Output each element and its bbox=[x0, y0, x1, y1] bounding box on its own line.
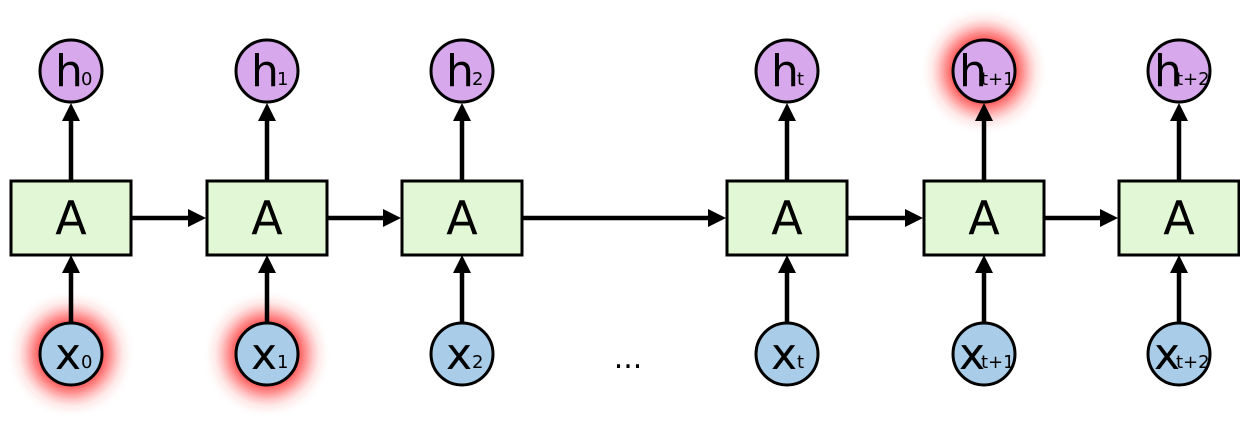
rnn-cell-label: A bbox=[251, 191, 283, 245]
output-node-circle bbox=[951, 38, 1017, 104]
output-node-circle bbox=[429, 38, 495, 104]
input-node-circle bbox=[754, 321, 820, 387]
recurrent-arrow-2-head bbox=[708, 209, 726, 227]
output-symbol: h bbox=[446, 46, 474, 97]
output-subscript: t+2 bbox=[1176, 69, 1210, 90]
output-node-circle bbox=[754, 38, 820, 104]
output-arrow-5-head bbox=[1170, 103, 1188, 121]
rnn-cell-5: A bbox=[1117, 179, 1240, 257]
output-symbol: h bbox=[251, 46, 279, 97]
rnn-cell-box bbox=[9, 179, 133, 257]
output-node-circle bbox=[1146, 38, 1212, 104]
output-symbol: h bbox=[959, 46, 987, 97]
output-arrow-2-head bbox=[453, 103, 471, 121]
input-arrow-5-head bbox=[1170, 255, 1188, 273]
output-subscript: t+1 bbox=[981, 69, 1015, 90]
input-node-5: xt+2 bbox=[1146, 321, 1212, 387]
output-node-4: ht+1 bbox=[951, 38, 1017, 104]
output-arrow-0-head bbox=[62, 103, 80, 121]
rnn-cell-label: A bbox=[1163, 191, 1195, 245]
input-symbol: x bbox=[446, 329, 472, 380]
output-node-circle bbox=[38, 38, 104, 104]
output-node-3: ht bbox=[754, 38, 820, 104]
rnn-cell-3: A bbox=[725, 179, 849, 257]
rnn-cell-box bbox=[725, 179, 849, 257]
input-node-circle bbox=[38, 321, 104, 387]
output-node-2: h2 bbox=[429, 38, 495, 104]
rnn-cell-1: A bbox=[205, 179, 329, 257]
output-arrow-1-head bbox=[258, 103, 276, 121]
recurrent-arrow-4-head bbox=[1100, 209, 1118, 227]
output-symbol: h bbox=[1154, 46, 1182, 97]
rnn-cell-label: A bbox=[771, 191, 803, 245]
input-subscript: 1 bbox=[277, 352, 288, 373]
output-node-0: h0 bbox=[38, 38, 104, 104]
output-symbol: h bbox=[771, 46, 799, 97]
input-symbol: x bbox=[771, 329, 797, 380]
rnn-cell-label: A bbox=[446, 191, 478, 245]
rnn-cell-label: A bbox=[55, 191, 87, 245]
rnn-cell-0: A bbox=[9, 179, 133, 257]
ellipsis-label: ... bbox=[614, 341, 643, 376]
recurrent-arrow-0-head bbox=[188, 209, 206, 227]
output-symbol: h bbox=[55, 46, 83, 97]
input-arrow-3-head bbox=[778, 255, 796, 273]
output-subscript: 2 bbox=[472, 69, 483, 90]
output-subscript: t bbox=[797, 69, 804, 90]
input-subscript: t bbox=[797, 352, 804, 373]
output-node-circle bbox=[234, 38, 300, 104]
input-symbol: x bbox=[1154, 329, 1180, 380]
input-node-circle bbox=[1146, 321, 1212, 387]
output-subscript: 1 bbox=[277, 69, 288, 90]
rnn-cell-box bbox=[922, 179, 1046, 257]
input-node-circle bbox=[234, 321, 300, 387]
input-node-circle bbox=[951, 321, 1017, 387]
input-arrow-4-head bbox=[975, 255, 993, 273]
input-arrow-1-head bbox=[258, 255, 276, 273]
output-node-5: ht+2 bbox=[1146, 38, 1212, 104]
rnn-cell-box bbox=[205, 179, 329, 257]
rnn-cell-label: A bbox=[968, 191, 1000, 245]
highlight-glow-layer bbox=[30, 30, 1025, 395]
recurrent-arrow-3-head bbox=[905, 209, 923, 227]
input-node-circle bbox=[429, 321, 495, 387]
rnn-cell-box bbox=[400, 179, 524, 257]
input-arrow-2-head bbox=[453, 255, 471, 273]
recurrent-arrow-1-head bbox=[383, 209, 401, 227]
rnn-cell-2: A bbox=[400, 179, 524, 257]
output-arrow-3-head bbox=[778, 103, 796, 121]
input-symbol: x bbox=[959, 329, 985, 380]
input-subscript: t+2 bbox=[1176, 352, 1210, 373]
input-subscript: 0 bbox=[81, 352, 92, 373]
input-arrow-0-head bbox=[62, 255, 80, 273]
input-subscript: t+1 bbox=[981, 352, 1015, 373]
output-node-1: h1 bbox=[234, 38, 300, 104]
input-symbol: x bbox=[55, 329, 81, 380]
input-symbol: x bbox=[251, 329, 277, 380]
input-subscript: 2 bbox=[472, 352, 483, 373]
input-node-4: xt+1 bbox=[951, 321, 1017, 387]
output-subscript: 0 bbox=[81, 69, 92, 90]
rnn-cell-4: A bbox=[922, 179, 1046, 257]
rnn-cell-box bbox=[1117, 179, 1240, 257]
output-arrow-4-head bbox=[975, 103, 993, 121]
connector-layer bbox=[62, 103, 1188, 323]
